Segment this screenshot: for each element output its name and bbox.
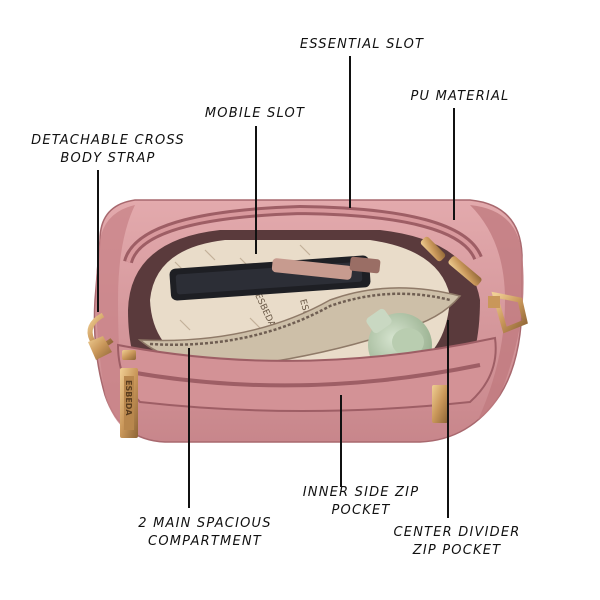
lipstick: [271, 258, 353, 280]
callout-line-inner: [340, 395, 342, 487]
label-mobile-slot: MOBILE SLOT: [204, 106, 306, 121]
front-lower-pocket: [116, 336, 497, 412]
zip-puller-top-2: [448, 256, 482, 286]
callout-line-pu: [453, 108, 455, 220]
label-center-divider-pocket: CENTER DIVIDER ZIP POCKET: [393, 525, 521, 558]
zip-puller-left: [122, 350, 136, 360]
callout-line-mobile: [255, 126, 257, 254]
right-strap-ring: [491, 291, 528, 334]
zip-tag-left: [120, 368, 138, 438]
callout-line-main: [188, 348, 190, 508]
zip-tag-right: [432, 385, 448, 423]
label-inner-side-pocket: INNER SIDE ZIP POCKET: [302, 485, 420, 518]
zip-puller-top: [420, 236, 446, 262]
callout-line-strap: [97, 170, 99, 312]
callout-line-essential: [349, 56, 351, 208]
bag-right-side: [470, 205, 524, 420]
left-ring-hook: [88, 336, 112, 360]
zip-tag-brand-text: ESBEDA: [124, 380, 133, 416]
label-main-compartment: 2 MAIN SPACIOUS COMPARTMENT: [138, 516, 272, 549]
label-strap: DETACHABLE CROSS BODY STRAP: [31, 133, 185, 166]
callout-line-center: [447, 320, 449, 518]
label-essential-slot: ESSENTIAL SLOT: [299, 37, 425, 52]
bag-left-side: [96, 205, 135, 432]
label-pu-material: PU MATERIAL: [410, 89, 510, 104]
